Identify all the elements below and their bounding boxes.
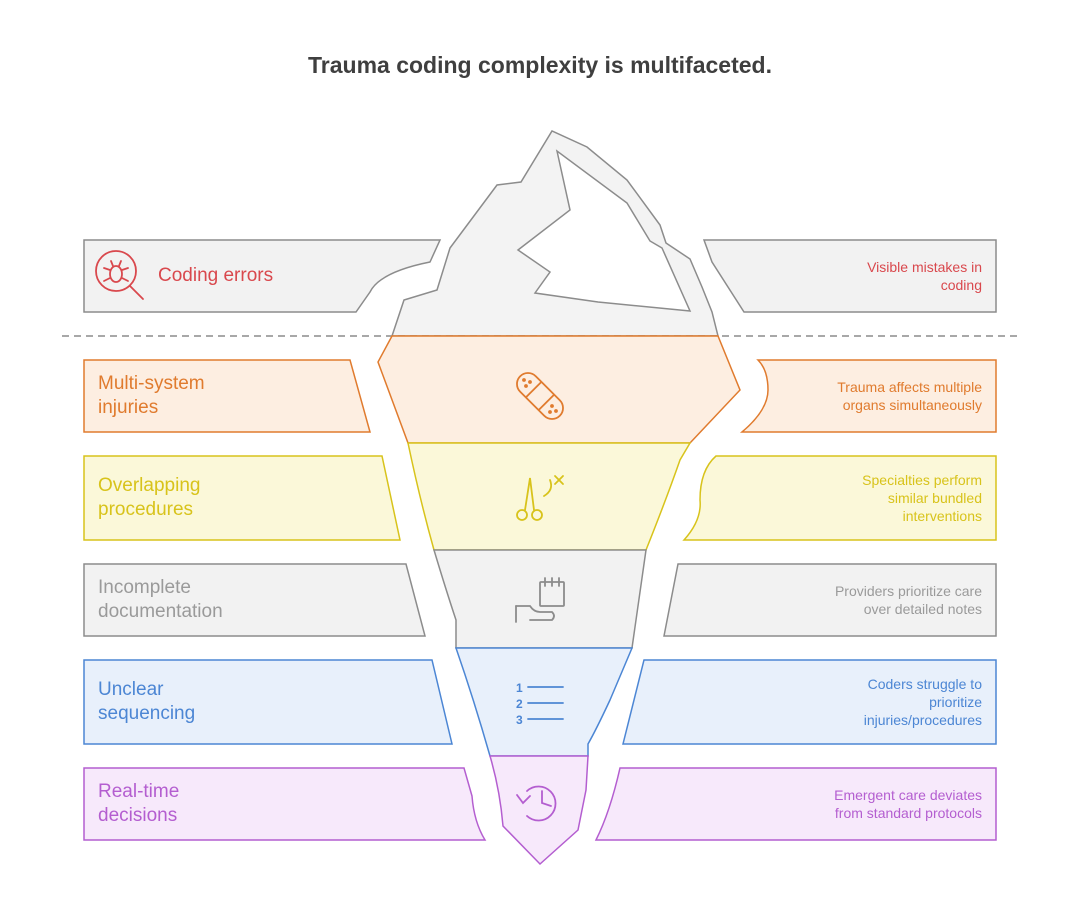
realtime-label: Real-time decisions: [98, 780, 179, 828]
list-number-3: 3: [516, 713, 523, 727]
realtime-right-banner: [594, 767, 997, 841]
overlapping-label-line-2: procedures: [98, 499, 194, 520]
numbered-list-icon: 1 2 3: [516, 681, 564, 727]
multi-system-label-line-1: Multi-system: [98, 373, 205, 394]
multi-system-desc-line-2: organs simultaneously: [842, 397, 982, 413]
multi-system-description: Trauma affects multiple organs simultane…: [782, 378, 982, 414]
overlapping-label-line-1: Overlapping: [98, 475, 201, 496]
multi-system-label-line-2: injuries: [98, 397, 159, 418]
notepad-hand-icon: [515, 577, 565, 623]
incomplete-left-banner: [83, 563, 426, 637]
coding-errors-right-banner: [702, 239, 997, 313]
overlapping-right-banner: [682, 455, 997, 541]
unclear-left-banner: [83, 659, 453, 745]
coding-errors-label: Coding errors: [158, 264, 273, 288]
list-number-2: 2: [516, 697, 523, 711]
multi-system-left-banner: [83, 359, 371, 433]
coding-errors-left-banner: [83, 239, 442, 313]
overlapping-description: Specialties perform similar bundled inte…: [782, 471, 982, 525]
multi-system-label: Multi-system injuries: [98, 372, 205, 420]
unclear-desc-line-3: injuries/procedures: [863, 712, 982, 728]
bandage-icon: [516, 372, 564, 420]
overlapping-desc-line-3: interventions: [902, 508, 982, 524]
multi-system-right-banner: [739, 359, 997, 433]
incomplete-desc-line-2: over detailed notes: [863, 601, 982, 617]
realtime-desc-line-2: from standard protocols: [834, 805, 982, 821]
unclear-label: Unclear sequencing: [98, 678, 195, 726]
iceberg-band-injury: [377, 335, 741, 444]
realtime-desc-line-1: Emergent care deviates: [834, 787, 982, 803]
bug-magnifier-icon: [95, 250, 144, 300]
coding-errors-desc-line-2: coding: [940, 277, 982, 293]
realtime-label-line-2: decisions: [98, 805, 178, 826]
multi-system-desc-line-1: Trauma affects multiple: [837, 379, 982, 395]
overlapping-desc-line-2: similar bundled: [887, 490, 982, 506]
realtime-description: Emergent care deviates from standard pro…: [782, 786, 982, 822]
list-number-1: 1: [516, 681, 523, 695]
history-clock-icon: [516, 785, 557, 822]
unclear-label-line-2: sequencing: [98, 703, 196, 724]
realtime-label-line-1: Real-time: [98, 781, 180, 802]
incomplete-label-line-1: Incomplete: [98, 577, 191, 598]
iceberg-band-realtime: [488, 755, 589, 866]
unclear-desc-line-2: prioritize: [929, 694, 982, 710]
iceberg-tip-highlight: [516, 149, 692, 312]
incomplete-desc-line-1: Providers prioritize care: [834, 583, 982, 599]
incomplete-label: Incomplete documentation: [98, 576, 223, 624]
iceberg-band-unclear: [454, 647, 634, 757]
coding-errors-description: Visible mistakes in coding: [782, 258, 982, 294]
overlapping-desc-line-1: Specialties perform: [862, 472, 982, 488]
unclear-label-line-1: Unclear: [98, 679, 164, 700]
coding-errors-desc-line-1: Visible mistakes in: [867, 259, 982, 275]
page-title: Trauma coding complexity is multifaceted…: [308, 52, 772, 78]
unclear-description: Coders struggle to prioritize injuries/p…: [782, 675, 982, 729]
incomplete-label-line-2: documentation: [98, 601, 223, 622]
overlapping-label: Overlapping procedures: [98, 474, 200, 522]
unclear-desc-line-1: Coders struggle to: [867, 676, 982, 692]
iceberg-band-overlap: [407, 442, 692, 551]
surgical-scissors-icon: [516, 475, 564, 521]
coding-errors-label-line: Coding errors: [158, 265, 274, 286]
unclear-right-banner: [622, 659, 997, 745]
realtime-left-banner: [83, 767, 487, 841]
incomplete-description: Providers prioritize care over detailed …: [782, 582, 982, 618]
overlapping-left-banner: [83, 455, 401, 541]
incomplete-right-banner: [663, 563, 997, 637]
